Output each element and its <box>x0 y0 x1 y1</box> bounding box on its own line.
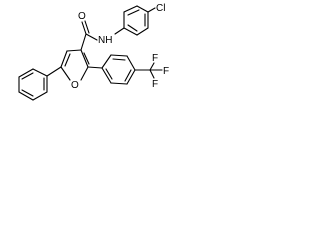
carbonyl-oxygen-label: O <box>78 11 86 22</box>
molecule-structure-diagram: Cl NH O O F F F <box>18 3 169 101</box>
fluorine-top-label: F <box>152 53 158 64</box>
atom-labels: Cl NH O O F F F <box>71 3 169 91</box>
chlorine-label: Cl <box>156 3 165 14</box>
fluorine-right-label: F <box>163 66 169 77</box>
fluorine-bottom-label: F <box>152 79 158 90</box>
amide-nitrogen-label: NH <box>98 35 112 46</box>
bond-lines <box>18 5 163 101</box>
furan-oxygen-label: O <box>71 80 79 91</box>
